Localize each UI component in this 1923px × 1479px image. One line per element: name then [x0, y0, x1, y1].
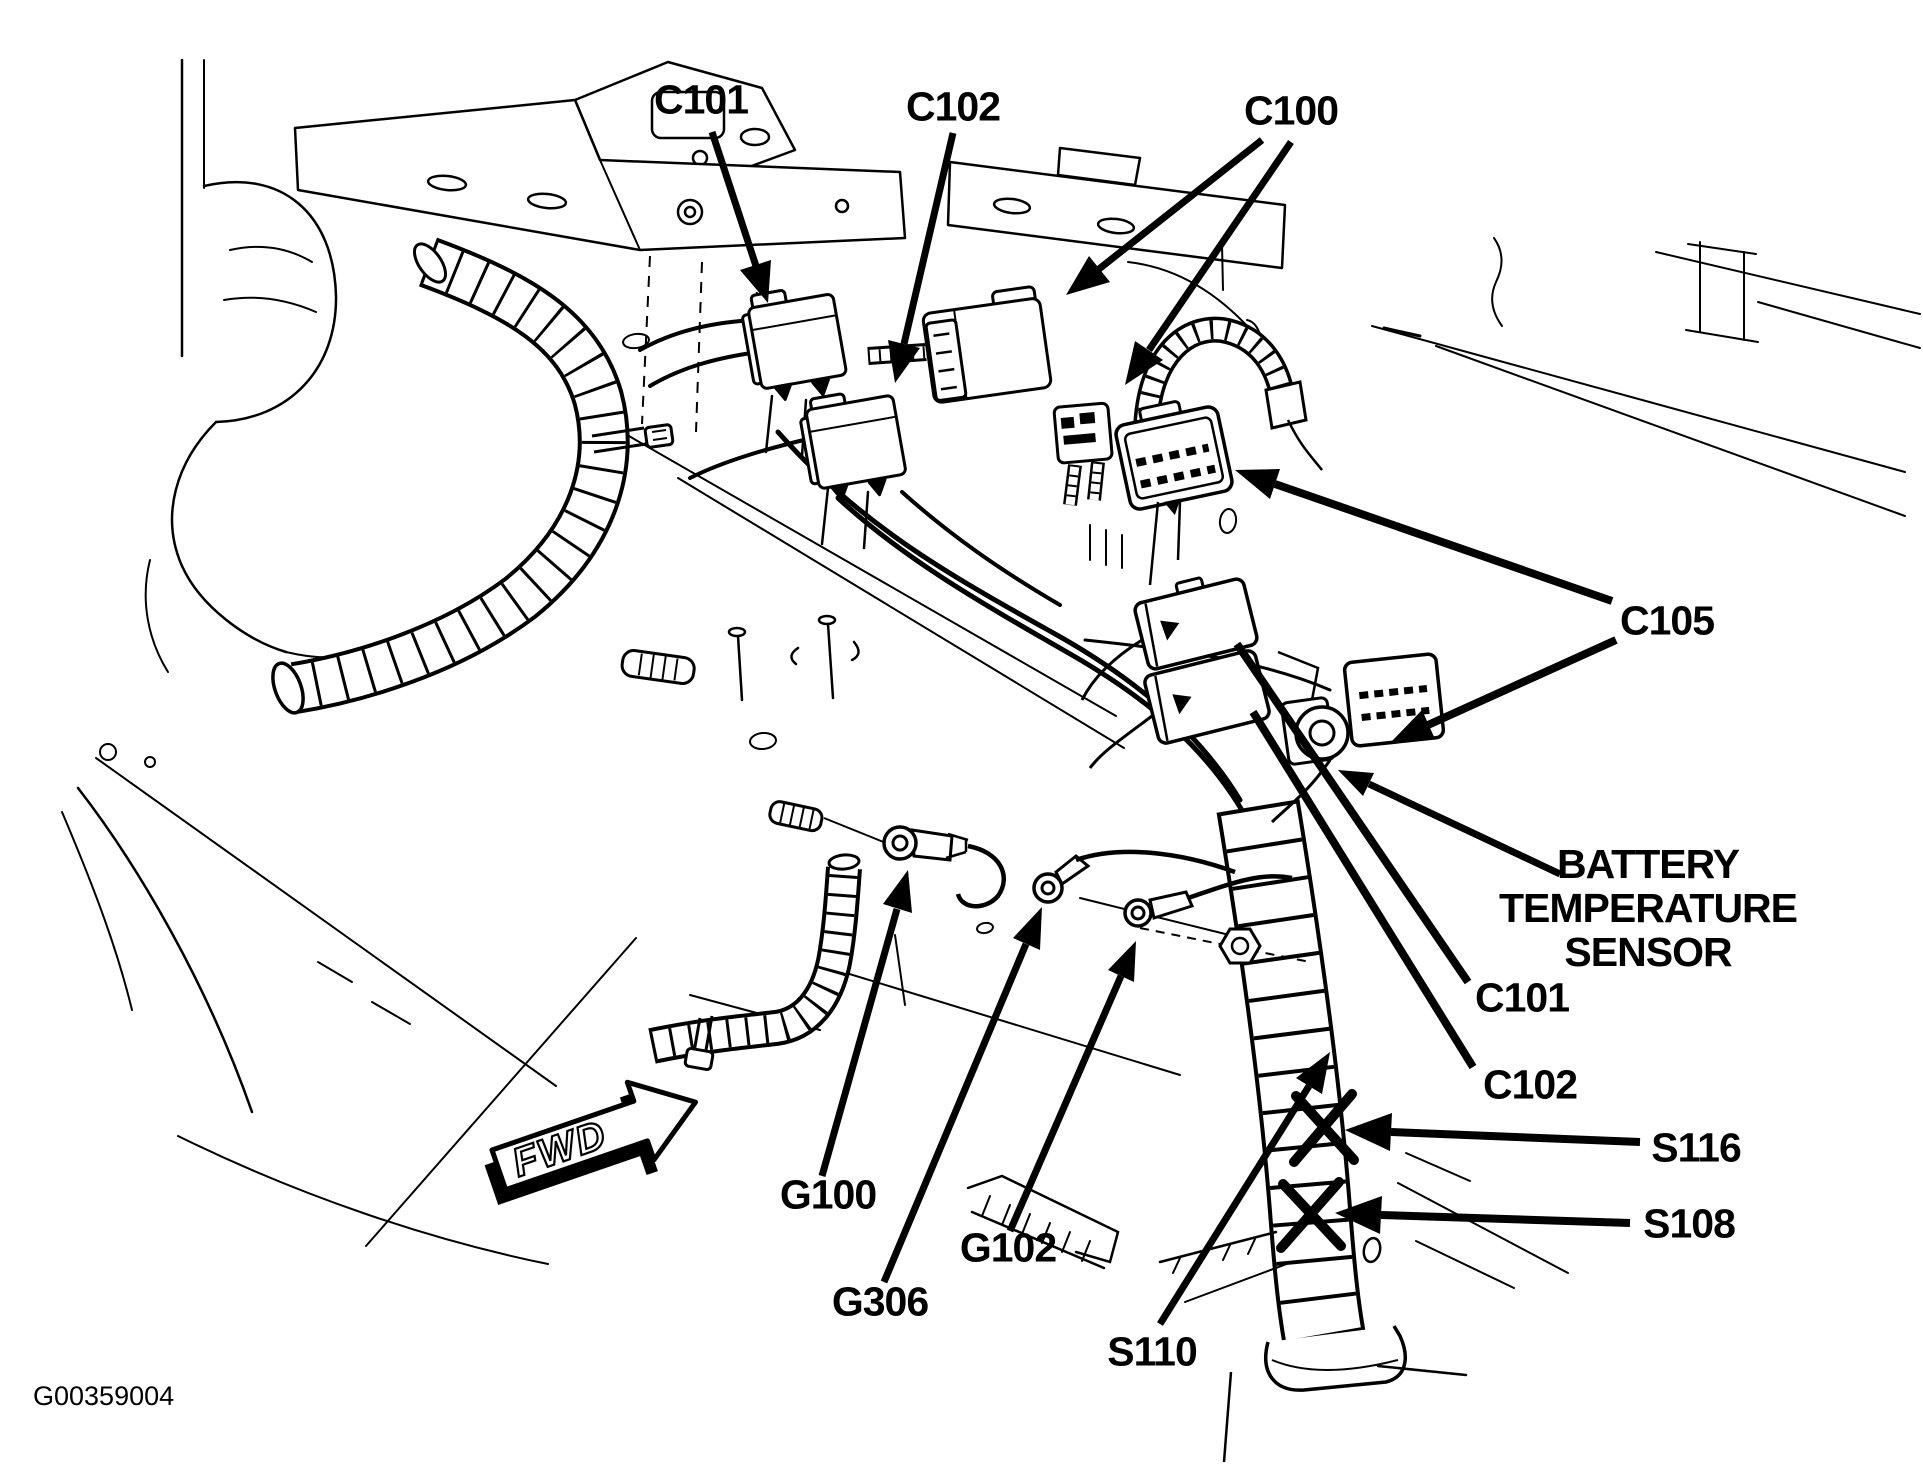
connector-c102-top [799, 392, 907, 501]
body-panel-lines [1127, 237, 1921, 517]
c105-target-wires [1148, 501, 1182, 586]
callout-c102-top: C102 [905, 83, 1001, 130]
leader-c100-b [1125, 140, 1294, 385]
splice-s108-x-icon [1276, 1177, 1346, 1253]
leader-s108 [1335, 1196, 1631, 1234]
leader-s110 [1157, 1052, 1330, 1326]
crossmember-beam [293, 60, 1287, 270]
callout-s116: S116 [1651, 1124, 1741, 1171]
callout-c105: C105 [1619, 597, 1715, 644]
bottom-bracket-lines [966, 1152, 1569, 1377]
conduit-arch [1133, 316, 1323, 471]
connector-c105-target [1114, 400, 1234, 516]
heater-hose-large [271, 237, 630, 715]
leader-c105-a [1235, 469, 1614, 605]
callout-c101-top: C101 [653, 76, 749, 123]
splice-x-marks [1276, 1089, 1359, 1253]
callout-g306: G306 [831, 1278, 929, 1325]
splice-s116-x-icon [1289, 1089, 1359, 1167]
callout-s110: S110 [1107, 1328, 1197, 1375]
stacked-connector-wires [1080, 638, 1153, 769]
leader-c100-a [1066, 137, 1265, 295]
leader-g102 [1006, 941, 1136, 1233]
connector-c100-b [1052, 401, 1114, 506]
leader-battery-temp-sensor [1338, 770, 1562, 878]
ground-eyelet-g102 [1123, 874, 1293, 928]
ground-stud-a [768, 800, 824, 833]
connector-c100-a [867, 285, 1053, 404]
callout-c100: C100 [1243, 87, 1339, 134]
fwd-direction-arrow: FWD [484, 1079, 699, 1205]
bts-line-1: BATTERY [1556, 841, 1740, 888]
ground-eyelet-g100 [882, 825, 1006, 909]
heater-hose-small [648, 853, 862, 1071]
callout-s108: S108 [1643, 1200, 1736, 1247]
connector-c101-top [741, 289, 848, 401]
callout-battery-temperature-sensor: BATTERY TEMPERATURE SENSOR [1498, 841, 1798, 975]
hex-nut [1139, 927, 1311, 965]
leader-c102-lower [1249, 709, 1477, 1070]
connector-c101-lower-target [1133, 576, 1259, 671]
callout-leaders [708, 130, 1641, 1326]
engine-block-outline [99, 58, 373, 768]
callout-g100: G100 [779, 1171, 877, 1218]
leader-g306 [880, 907, 1042, 1284]
leader-g100 [818, 870, 912, 1177]
leader-c105-b [1392, 636, 1618, 741]
threaded-stud-left [620, 649, 696, 685]
harness-bundle [638, 318, 1332, 831]
hose-clamp [591, 423, 675, 454]
leader-c102-top [888, 132, 957, 383]
leader-c101-lower [1233, 641, 1472, 985]
fender-lines [61, 757, 637, 1265]
connector-c102-lower-target [1143, 649, 1271, 745]
hidden-edge-dashes [641, 255, 759, 433]
callout-c101-lower: C101 [1474, 974, 1570, 1021]
callout-c102-lower: C102 [1482, 1061, 1578, 1108]
figure-id: G00359004 [33, 1381, 175, 1411]
callout-g102: G102 [959, 1224, 1057, 1271]
leader-c101-top [708, 130, 771, 303]
bts-line-2: TEMPERATURE [1498, 885, 1798, 932]
ground-axis-line [823, 817, 887, 844]
ground-eyelet-g306 [1032, 849, 1236, 904]
bts-line-3: SENSOR [1564, 928, 1732, 975]
leader-s116 [1345, 1113, 1641, 1151]
weld-studs [727, 614, 860, 702]
